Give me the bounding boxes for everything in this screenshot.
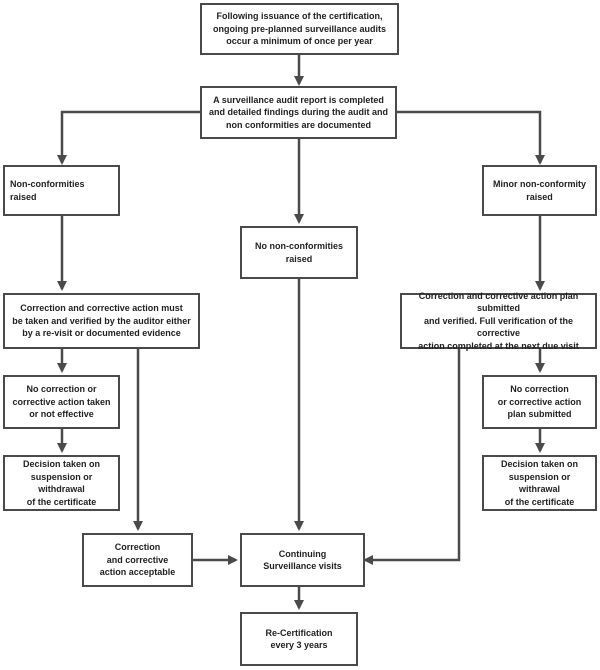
continuing-surveillance-node: Continuing Surveillance visits (240, 533, 365, 587)
audit-report-node-label: A surveillance audit report is completed… (209, 94, 388, 130)
correction-acceptable-node: Correction and corrective action accepta… (82, 533, 193, 587)
non-conformities-raised-node: Non-conformities raised (3, 165, 120, 216)
no-correction-left-node: No correction or corrective action taken… (3, 375, 120, 429)
correction-right-label: Correction and corrective action plan su… (418, 290, 579, 351)
decision-left-node: Decision taken on suspension or withdraw… (3, 455, 120, 511)
audit-report-node: A surveillance audit report is completed… (200, 86, 397, 139)
minor-non-conformity-node: Minor non-conformity raised (482, 165, 597, 216)
decision-right-node: Decision taken on suspension or withrawa… (482, 455, 597, 511)
minor-non-conformity-label: Minor non-conformity raised (493, 179, 586, 202)
decision-left-label: Decision taken on suspension or withdraw… (22, 459, 101, 507)
re-certification-node: Re-Certification every 3 years (240, 612, 358, 666)
arrow-report-to-nc-raised (57, 110, 200, 165)
decision-right-label: Decision taken on suspension or withrawa… (500, 459, 579, 507)
start-node: Following issuance of the certification,… (200, 3, 399, 55)
no-non-conformities-label: No non-conformities raised (255, 241, 343, 264)
start-node-label: Following issuance of the certification,… (212, 11, 387, 47)
no-correction-right-label: No correction or corrective action plan … (497, 384, 582, 420)
arrow-report-to-minor-nc (397, 110, 545, 165)
correction-acceptable-label: Correction and corrective action accepta… (99, 542, 176, 578)
correction-right-node: Correction and corrective action plan su… (400, 291, 597, 351)
no-non-conformities-node: No non-conformities raised (240, 226, 358, 279)
re-certification-label: Re-Certification every 3 years (265, 627, 333, 651)
correction-left-node: Correction and corrective action must be… (3, 293, 200, 349)
arrow-correction-right-to-continuing (363, 349, 461, 565)
correction-left-label: Correction and corrective action must be… (12, 303, 191, 339)
no-correction-right-node: No correction or corrective action plan … (482, 375, 597, 429)
non-conformities-raised-label: Non-conformities raised (10, 179, 85, 202)
no-correction-left-label: No correction or corrective action taken… (12, 384, 111, 420)
continuing-surveillance-label: Continuing Surveillance visits (263, 548, 342, 572)
